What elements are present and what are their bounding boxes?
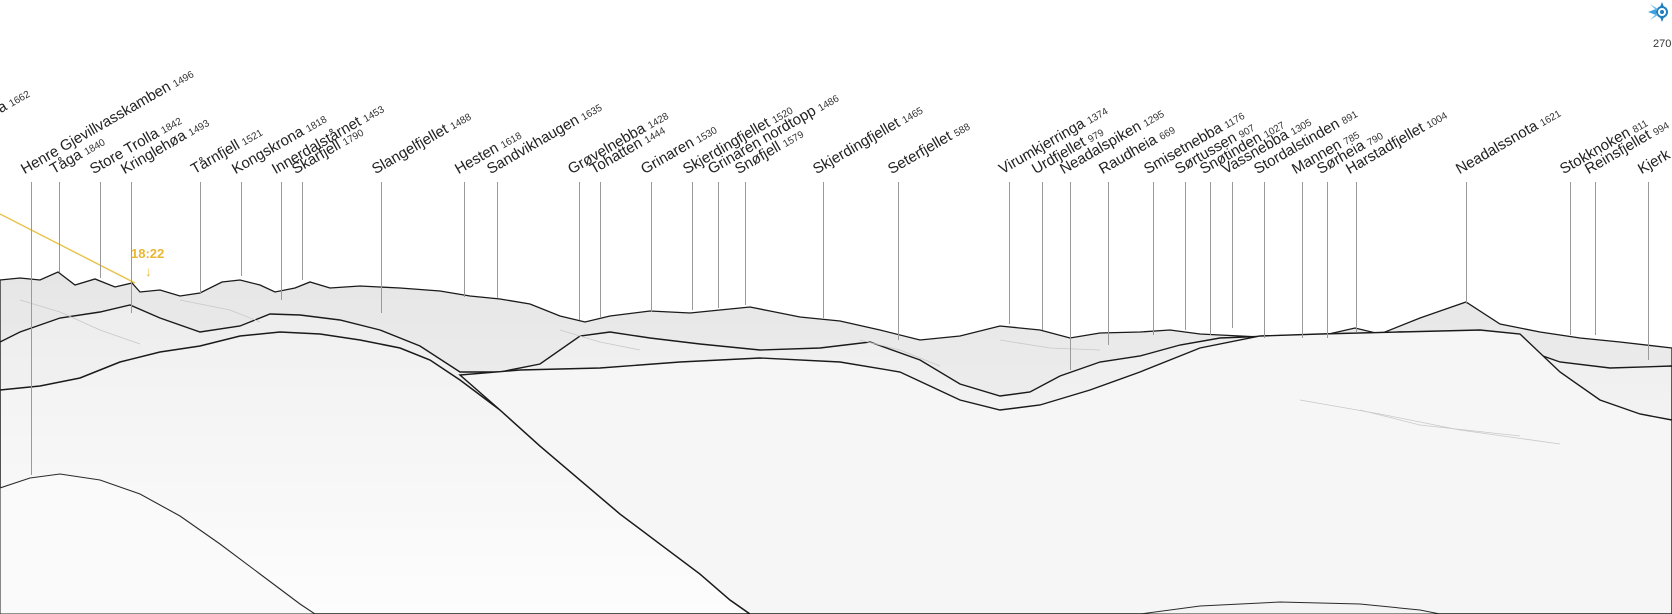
peak-leader-line [898,182,899,340]
peak-leader-line [692,182,693,310]
sun-arrow-icon: ↓ [145,264,152,279]
peak-leader-line [281,182,282,300]
foreground-ridge-right [1139,601,1441,614]
peak-leader-line [1153,182,1154,335]
sun-path-line [0,213,136,284]
peak-leader-line [464,182,465,297]
peak-leader-line [1327,182,1328,338]
peak-leader-line [1108,182,1109,345]
peak-leader-line [718,182,719,308]
foreground-hill [0,473,316,614]
peak-leader-line [1042,182,1043,330]
ridge-near-right [458,329,1672,614]
peak-leader-line [100,182,101,278]
peak-leader-line [1302,182,1303,338]
peak-leader-line [1356,182,1357,332]
peak-leader-line [651,182,652,312]
peak-leader-line [579,182,580,320]
sun-time-label: 18:22 [131,246,165,261]
peak-leader-line [745,182,746,305]
compass-heading: 270 [1653,38,1672,50]
peak-leader-line [1648,182,1649,360]
peak-leader-line [1570,182,1571,335]
peak-leader-line [31,182,32,475]
peak-leader-line [1595,182,1596,335]
peak-leader-line [381,182,382,313]
peak-leader-line [1264,182,1265,338]
peak-leader-line [241,182,242,276]
peak-leader-line [131,182,132,313]
compass-icon[interactable] [1640,0,1672,26]
peak-leader-line [59,182,60,272]
peak-leader-line [302,182,303,280]
peak-leader-line [1070,182,1071,370]
peak-leader-line [200,182,201,293]
peak-leader-line [497,182,498,298]
terrain-texture [19,299,1561,445]
peak-leader-line [1466,182,1467,304]
peak-leader-line [1210,182,1211,335]
peak-leader-line [1185,182,1186,330]
peak-leader-line [823,182,824,318]
peak-leader-line [600,182,601,318]
peak-leader-line [1232,182,1233,328]
peak-leader-line [1009,182,1010,324]
